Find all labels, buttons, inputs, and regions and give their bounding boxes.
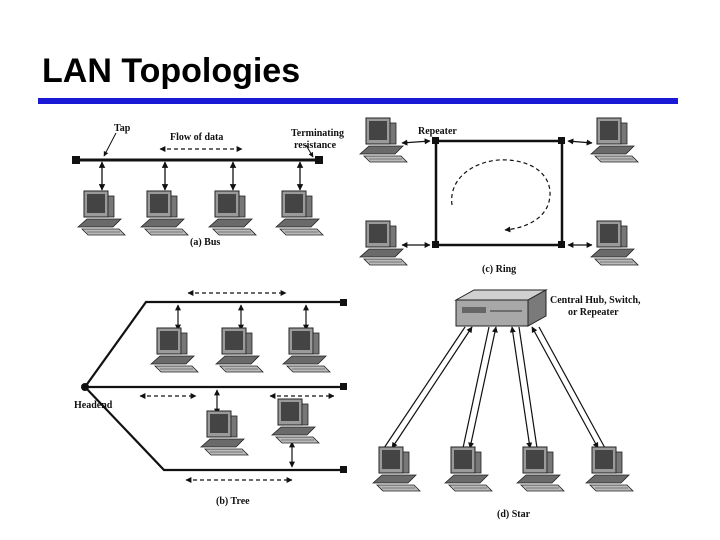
tree-terminator — [340, 466, 347, 473]
resistance-label: resistance — [294, 140, 337, 151]
tap-pointer — [103, 132, 117, 157]
hub-label-line1: Central Hub, Switch, — [550, 295, 641, 306]
ring-flow-arrow — [451, 159, 551, 233]
slide-title: LAN Topologies — [42, 52, 301, 90]
bus-terminator-left — [72, 156, 80, 164]
computer-icon — [359, 220, 408, 266]
computer-icon — [516, 446, 565, 492]
headend-label: Headend — [74, 400, 113, 411]
star-link — [538, 326, 606, 449]
flow-label: Flow of data — [170, 132, 223, 143]
bus-terminator-right — [315, 156, 323, 164]
star-link — [531, 326, 599, 449]
star-link — [462, 326, 490, 449]
computer-icon — [372, 446, 421, 492]
star-topology: Central Hub, Switch, or Repeater (d) Sta… — [372, 289, 641, 520]
computer-icon — [590, 220, 639, 266]
computer-icon — [208, 190, 257, 236]
tap-label: Tap — [114, 123, 131, 134]
repeater-node — [558, 241, 565, 248]
tree-lower-branch — [84, 386, 343, 472]
computer-icon — [590, 117, 639, 163]
ring-cable — [434, 139, 564, 247]
central-hub-icon — [454, 289, 548, 327]
hub-label-line2: or Repeater — [568, 307, 619, 318]
terminator-pointer — [305, 144, 314, 158]
terminating-label: Terminating — [291, 128, 344, 139]
bus-caption: (a) Bus — [190, 237, 220, 248]
star-caption: (d) Star — [497, 509, 531, 520]
repeater-node — [432, 241, 439, 248]
computer-icon — [271, 398, 320, 444]
tree-topology: Headend (b) Tree — [74, 290, 347, 507]
title-underline — [38, 98, 678, 104]
tree-upper-branch — [84, 300, 343, 388]
repeater-node — [432, 137, 439, 144]
star-link — [518, 326, 538, 449]
computer-icon — [140, 190, 189, 236]
star-link — [509, 326, 533, 449]
tree-terminator — [340, 299, 347, 306]
star-link — [391, 326, 473, 449]
repeater-label: Repeater — [418, 126, 457, 137]
ring-link — [567, 138, 593, 146]
ring-topology: Repeater (c) Ring — [359, 117, 639, 275]
tree-caption: (b) Tree — [216, 496, 250, 507]
computer-icon — [77, 190, 126, 236]
computer-icon — [150, 327, 199, 373]
repeater-node — [558, 137, 565, 144]
computer-icon — [444, 446, 493, 492]
computer-icon — [200, 410, 249, 456]
computer-icon — [359, 117, 408, 163]
star-link — [468, 326, 498, 449]
ring-link — [401, 138, 431, 146]
bus-topology: Tap Flow of data Terminating resistance … — [72, 123, 344, 248]
computer-icon — [282, 327, 331, 373]
tree-terminator — [340, 383, 347, 390]
computer-icon — [215, 327, 264, 373]
computer-icon — [275, 190, 324, 236]
computer-icon — [585, 446, 634, 492]
ring-caption: (c) Ring — [482, 264, 516, 275]
star-link — [383, 326, 466, 449]
